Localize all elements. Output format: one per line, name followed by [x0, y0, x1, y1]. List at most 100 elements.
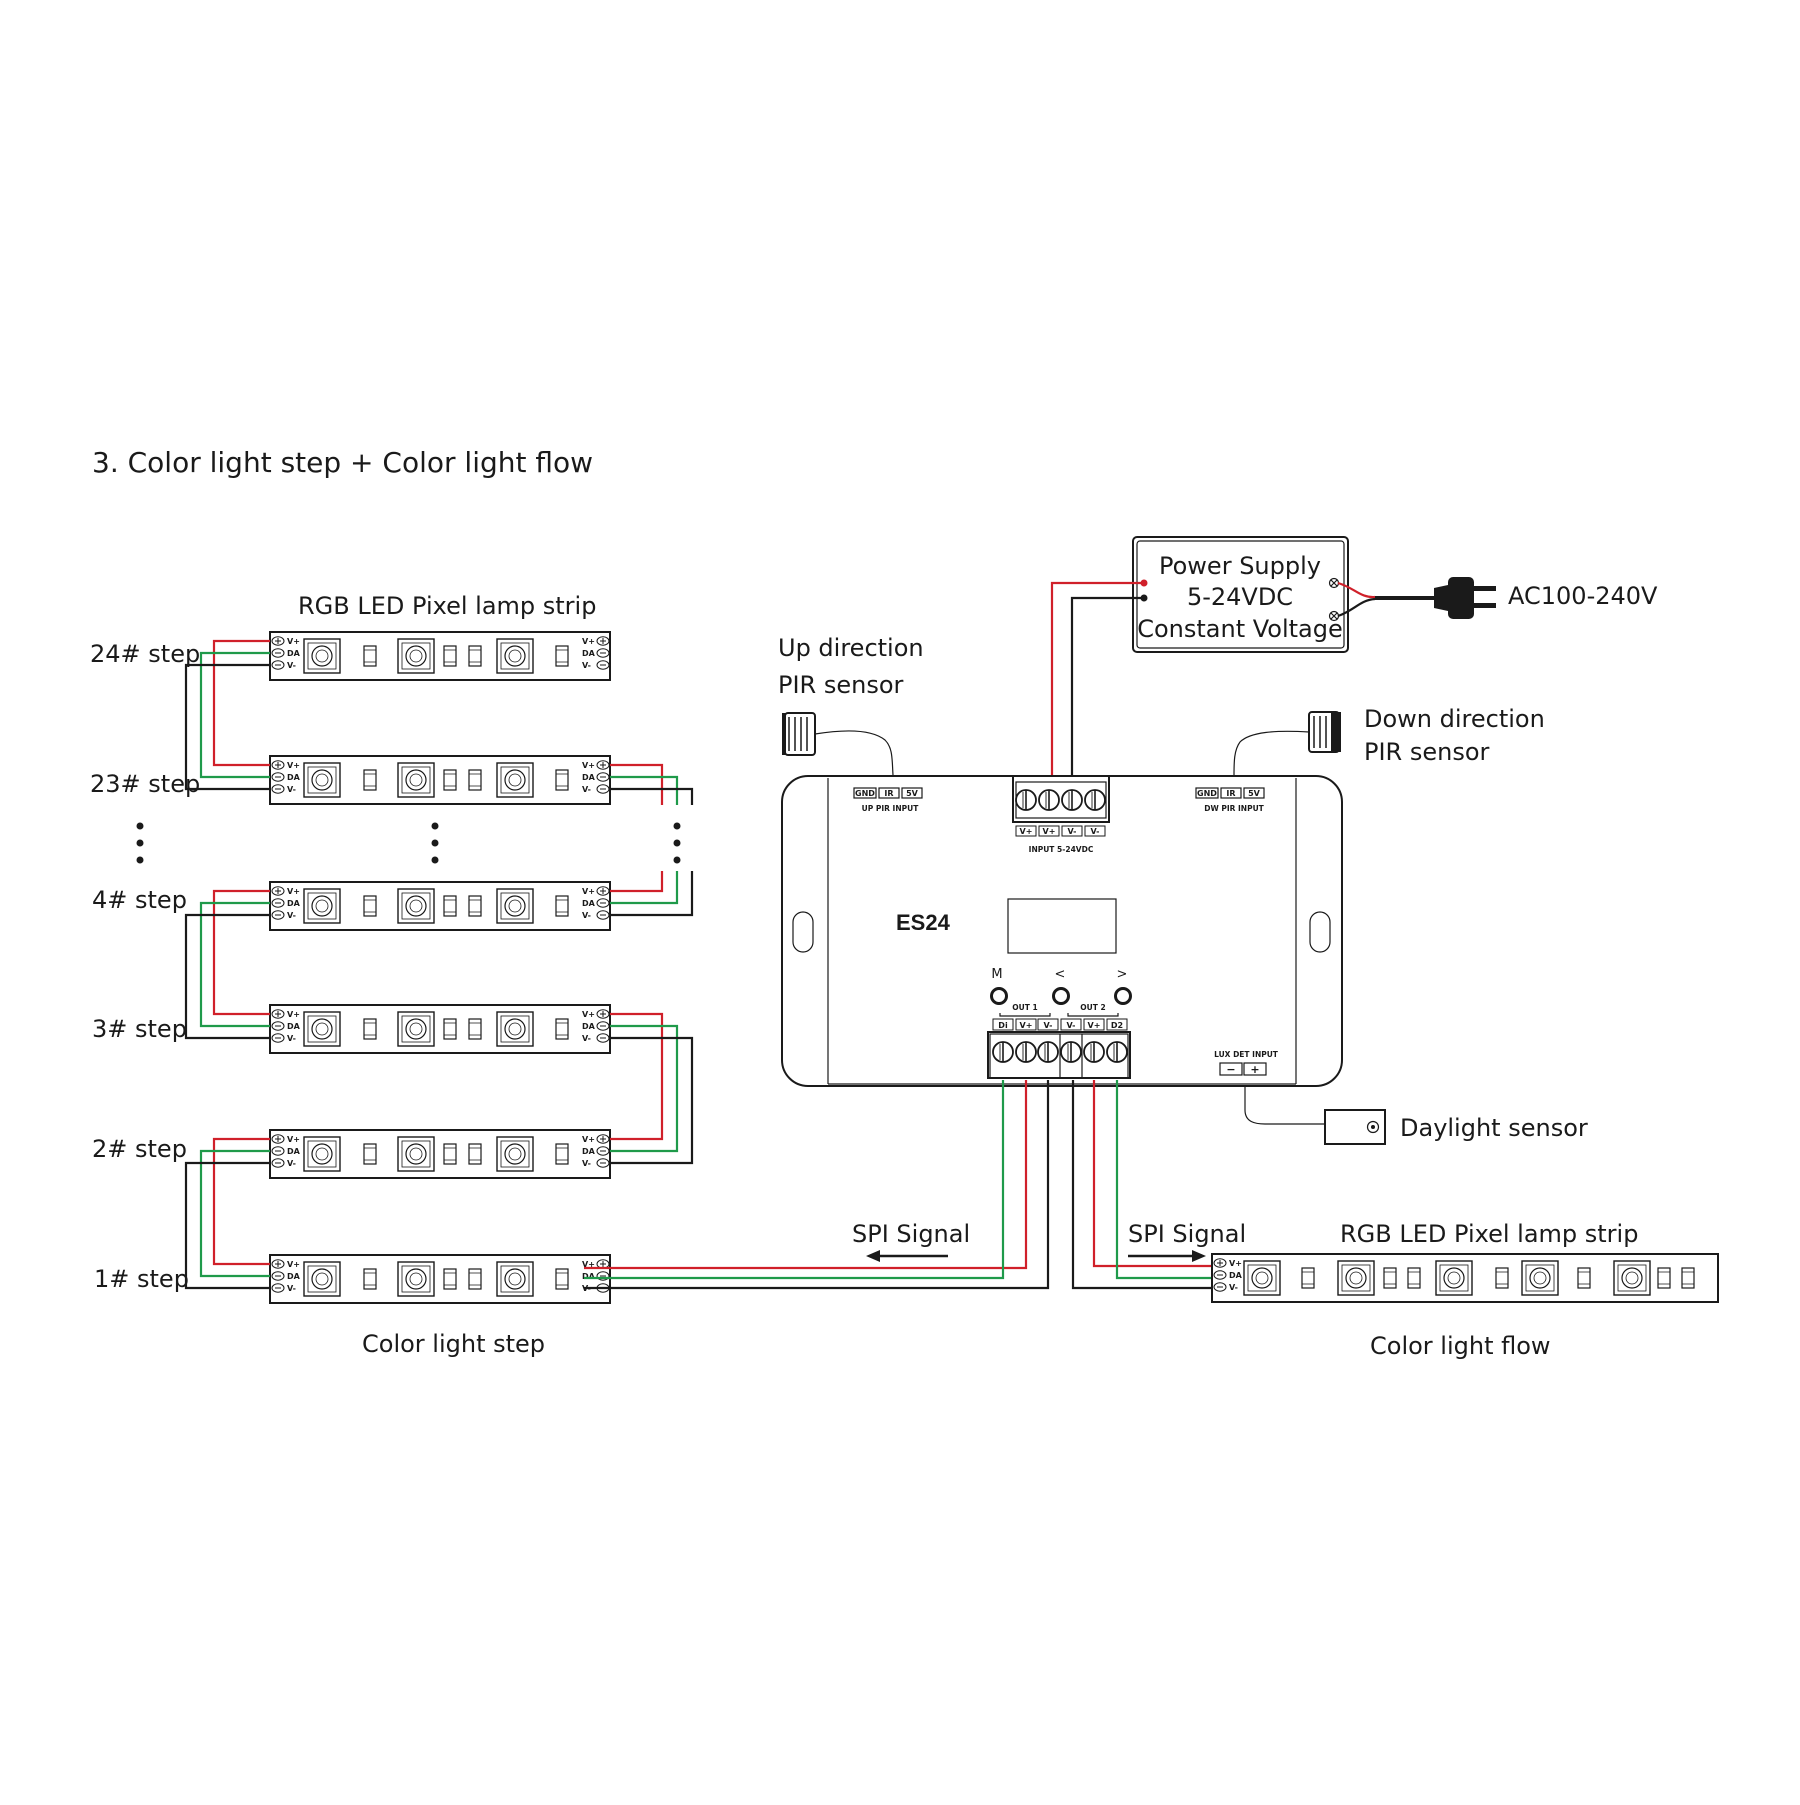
right-strip-footer: Color light flow	[1370, 1332, 1551, 1360]
step-label-4: 4# step	[92, 886, 187, 914]
strip-24-in-pad-0	[271, 636, 285, 646]
spi-arrowhead-right	[1192, 1250, 1206, 1262]
daylight-sensor	[1244, 1086, 1386, 1145]
stub-23-data	[610, 775, 679, 805]
strip-24-led-3	[496, 638, 534, 674]
right-strip-led-5	[1613, 1260, 1651, 1296]
daylight-sensor-label: Daylight sensor	[1400, 1114, 1588, 1142]
strip-1-led-1	[303, 1261, 341, 1297]
strip-3-in-pin-label-2: V-	[287, 1034, 296, 1043]
strip-4-resistor-4	[555, 895, 569, 917]
loop-2-1-data	[199, 1149, 270, 1278]
strip-4-out-pad-0	[596, 886, 610, 896]
down-pir-pin-5v: 5V	[1248, 789, 1261, 798]
output-screw-5	[1083, 1041, 1105, 1063]
strip-1-in-pin-label-0: V+	[287, 1260, 300, 1269]
button-next[interactable]	[1114, 987, 1132, 1005]
strip-4-out-pin-label-1: DA	[582, 899, 596, 908]
strip-4-out-pad-2	[596, 910, 610, 920]
output-pin-label-6: D2	[1111, 1021, 1123, 1030]
right-led-strip: V+DAV-	[1211, 1253, 1719, 1303]
strip-3-resistor-3	[468, 1018, 482, 1040]
strip-4-in-pin-label-0: V+	[287, 887, 300, 896]
button-label-prev: <	[1055, 967, 1066, 982]
strip-23-in-pin-label-2: V-	[287, 785, 296, 794]
right-strip-resistor-2	[1383, 1267, 1397, 1289]
loop-3-2-data	[610, 1024, 679, 1153]
output-screw-6	[1106, 1041, 1128, 1063]
strip-4: V+DAV-V+DAV-	[269, 881, 611, 931]
input-pin-label-2: V+	[1043, 827, 1056, 836]
out1-wire-data	[584, 1080, 1005, 1280]
button-label-next: >	[1117, 967, 1128, 982]
right-strip-led-2	[1337, 1260, 1375, 1296]
strip-24-in-pad-1	[271, 648, 285, 658]
button-prev[interactable]	[1052, 987, 1070, 1005]
stub-23-vminus	[610, 787, 694, 805]
strip-3-out-pad-2	[596, 1033, 610, 1043]
strip-1-in-pad-2	[271, 1283, 285, 1293]
strip-2-in-pin-label-2: V-	[287, 1159, 296, 1168]
strip-4-resistor-2	[443, 895, 457, 917]
strip-23-resistor-4	[555, 769, 569, 791]
strip-3-led-2	[397, 1011, 435, 1047]
strip-4-led-1	[303, 888, 341, 924]
up-pir-label: UP PIR INPUT	[862, 804, 920, 813]
up-pir-pin-5v: 5V	[906, 789, 919, 798]
out1-label: OUT 1	[1012, 1003, 1037, 1012]
strip-2-out-pin-label-2: V-	[582, 1159, 591, 1168]
strip-23-in-pad-2	[271, 784, 285, 794]
strip-2-resistor-1	[363, 1143, 377, 1165]
left-strip-header: RGB LED Pixel lamp strip	[298, 592, 596, 620]
strip-23-out-pad-2	[596, 784, 610, 794]
strip-2-in-pad-2	[271, 1158, 285, 1168]
strip-23-out-pad-0	[596, 760, 610, 770]
strip-23: V+DAV-V+DAV-	[269, 755, 611, 805]
strip-3-in-pin-label-0: V+	[287, 1010, 300, 1019]
strip-24: V+DAV-V+DAV-	[269, 631, 611, 681]
down-sensor-line1: Down direction	[1364, 705, 1545, 733]
output-pin-label-2: V+	[1020, 1021, 1033, 1030]
down-pir-pin-gnd: GND	[1197, 789, 1217, 798]
right-strip-led-4	[1521, 1260, 1559, 1296]
strip-1: V+DAV-V+DAV-	[269, 1254, 611, 1304]
right-strip-resistor-7	[1681, 1267, 1695, 1289]
step-label-3: 3# step	[92, 1015, 187, 1043]
strip-4-led-3	[496, 888, 534, 924]
button-m[interactable]	[990, 987, 1008, 1005]
down-sensor-line2: PIR sensor	[1364, 738, 1490, 766]
spi-arrowhead-left	[866, 1250, 880, 1262]
strip-3-in-pin-label-1: DA	[287, 1022, 301, 1031]
right-strip-header: RGB LED Pixel lamp strip	[1340, 1220, 1638, 1248]
output-pin-label-3: V-	[1044, 1021, 1053, 1030]
up-sensor-line2: PIR sensor	[778, 671, 904, 699]
strip-1-resistor-2	[443, 1268, 457, 1290]
power-supply-line1: Power Supply	[1159, 552, 1321, 580]
stub-23-vplus	[610, 763, 664, 805]
strip-3-in-pad-0	[271, 1009, 285, 1019]
strip-23-out-pin-label-2: V-	[582, 785, 591, 794]
up-pir-pin-ir: IR	[884, 789, 893, 798]
strip-23-in-pad-1	[271, 772, 285, 782]
up-pir-pin-gnd: GND	[855, 789, 875, 798]
right-strip-in-pad-0	[1213, 1258, 1227, 1268]
loop-24-23-vplus	[212, 639, 270, 767]
strip-4-led-2	[397, 888, 435, 924]
loop-3-2-vminus	[610, 1036, 694, 1165]
strip-3-in-pad-1	[271, 1021, 285, 1031]
strip-24-resistor-2	[443, 645, 457, 667]
right-strip-led-1	[1243, 1260, 1281, 1296]
power-supply-line2: 5-24VDC	[1187, 583, 1293, 611]
strip-2-out-pin-label-0: V+	[582, 1135, 595, 1144]
strip-23-led-3	[496, 762, 534, 798]
controller-display	[1007, 898, 1117, 954]
output-pin-label-5: V+	[1088, 1021, 1101, 1030]
down-pir-input: GND IR 5V DW PIR INPUT	[1195, 787, 1265, 813]
strip-3-out-pad-1	[596, 1021, 610, 1031]
loop-24-23-vminus	[184, 663, 270, 791]
right-strip-in-pad-2	[1213, 1282, 1227, 1292]
strip-23-in-pin-label-1: DA	[287, 773, 301, 782]
lux-input: LUX DET INPUT − +	[1214, 1050, 1279, 1076]
strip-24-out-pad-2	[596, 660, 610, 670]
